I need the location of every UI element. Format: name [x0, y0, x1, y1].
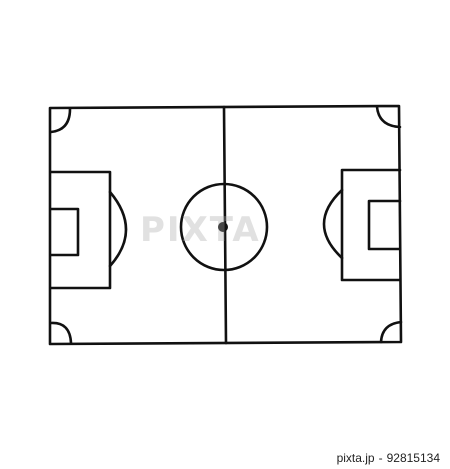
- corner-arc-bottom-left: [49, 321, 73, 345]
- center-circle: [179, 182, 269, 272]
- left-penalty-area: [49, 170, 112, 290]
- left-goal-area: [49, 207, 80, 257]
- credit-separator: -: [378, 451, 383, 465]
- field-boundary: [48, 104, 403, 346]
- center-spot: [218, 222, 228, 232]
- corner-arc-top-left: [49, 107, 72, 134]
- right-penalty-area: [340, 168, 402, 282]
- image-credit: pixta.jp-92815134: [333, 451, 440, 465]
- right-penalty-arc: [322, 188, 344, 260]
- credit-bar: [0, 447, 450, 469]
- left-penalty-arc: [108, 190, 128, 268]
- corner-arc-bottom-right: [379, 320, 403, 344]
- credit-site: pixta.jp: [336, 451, 375, 465]
- right-goal-area: [367, 199, 402, 251]
- corner-arc-top-right: [375, 105, 402, 129]
- credit-id: 92815134: [386, 451, 440, 465]
